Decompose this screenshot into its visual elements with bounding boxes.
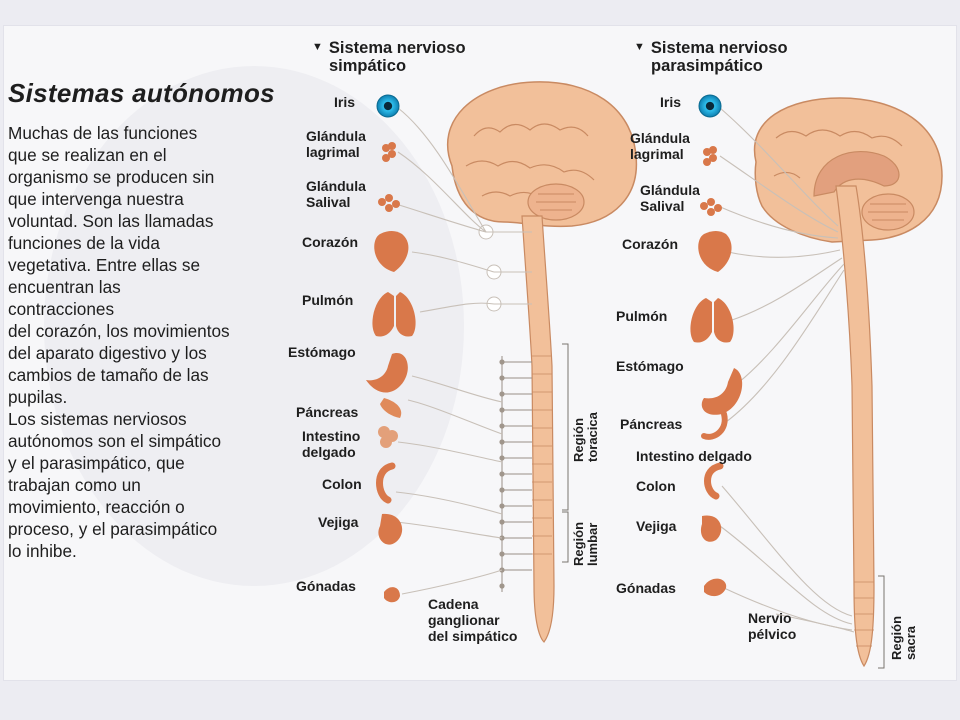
para-label-pancreas: Páncreas [620,416,683,432]
intro-text: Muchas de las funciones que se realizan … [8,122,270,562]
sympathetic-gonads-icon [384,587,400,603]
sympathetic-nerves [395,107,532,595]
sympathetic-small-intestine-icon [378,426,398,448]
para-label-pelvic-nerve: Nervio pélvico [748,610,797,642]
sym-label-heart: Corazón [302,234,358,250]
sympathetic-title-line2: simpático [329,57,407,75]
slide: Sistemas autónomos Muchas de las funcion… [4,26,956,680]
sympathetic-region-brackets [562,343,569,563]
sym-label-lacrimal: Glándula lagrimal [306,128,366,160]
sympathetic-bladder-icon [378,513,403,545]
sympathetic-organs [366,94,416,603]
intro-paragraph-1: Muchas de las funciones que se realizan … [8,123,230,407]
sym-label-small-intestine: Intestino delgado [302,428,361,460]
collapse-triangle-icon: ▼ [312,41,323,53]
para-label-bladder: Vejiga [636,518,677,534]
para-label-stomach: Estómago [616,358,684,374]
sym-label-ganglion-chain: Cadena ganglionar del simpático [428,596,518,644]
parasympathetic-bladder-icon [700,515,722,542]
parasympathetic-region-bracket [878,575,885,669]
sympathetic-salival-icon [378,194,400,212]
sym-label-stomach: Estómago [288,344,356,360]
sym-label-region-lumbar: Región lumbar [571,521,600,566]
para-label-lacrimal: Glándula lagrimal [630,130,690,162]
parasympathetic-pancreas-icon [701,411,728,440]
sym-label-bladder: Vejiga [318,514,359,530]
parasympathetic-sacral-segments [854,581,874,647]
sympathetic-iris-icon [376,94,400,118]
sym-label-region-thoracic: Región toracica [571,412,600,462]
sympathetic-lacrimal-icon [382,142,396,162]
sympathetic-pancreas-icon [380,398,402,418]
para-label-small-intestine: Intestino delgado [636,448,752,464]
sym-label-salival: Glándula Salival [306,178,366,210]
sympathetic-stomach-icon [366,353,408,393]
parasympathetic-gonads-icon [704,578,727,597]
parasympathetic-title-line2: parasimpático [651,57,763,75]
parasympathetic-nerves [717,107,855,633]
sympathetic-ganglion-chain [501,356,532,592]
parasympathetic-heart-icon [698,231,732,272]
parasympathetic-brain [753,97,943,243]
para-label-iris: Iris [660,94,682,110]
sym-label-pancreas: Páncreas [296,404,359,420]
parasympathetic-spinal-cord [835,185,875,668]
para-label-gonads: Gónadas [616,580,676,596]
sympathetic-heart-icon [374,231,409,272]
sym-label-gonads: Gónadas [296,578,356,594]
parasympathetic-diagram [690,94,943,669]
sympathetic-title: ▼ Sistema nervioso simpático [312,38,466,75]
sympathetic-lung-icon [372,292,416,337]
parasympathetic-salival-icon [700,198,722,216]
nervous-system-illustration [44,66,943,669]
parasympathetic-lacrimal-icon [703,146,717,166]
page-title: Sistemas autónomos [8,78,275,108]
parasympathetic-colon-icon [704,462,724,500]
sympathetic-colon-icon [376,462,396,504]
parasympathetic-organs [690,94,743,597]
background-shape [44,66,464,586]
sympathetic-spinal-cord [521,215,555,643]
sympathetic-cord-segments [532,355,552,555]
para-label-salival: Glándula Salival [640,182,700,214]
sympathetic-brain [446,81,638,228]
sym-label-lung: Pulmón [302,292,354,308]
parasympathetic-iris-icon [698,94,722,118]
intro-paragraph-2: Los sistemas nerviosos autónomos son el … [8,409,222,561]
parasympathetic-title-line1: Sistema nervioso [650,39,788,57]
parasympathetic-lung-icon [690,298,734,343]
collapse-triangle-icon: ▼ [634,41,645,53]
para-label-heart: Corazón [622,236,678,252]
sympathetic-title-line1: Sistema nervioso [328,39,466,57]
para-label-lung: Pulmón [616,308,668,324]
sympathetic-diagram [366,81,638,643]
para-label-region-sacral: Región sacra [889,615,918,660]
parasympathetic-title: ▼ Sistema nervioso parasimpático [634,38,788,75]
sympathetic-ganglia [499,359,505,589]
parasympathetic-stomach-icon [701,368,743,415]
sym-label-iris: Iris [334,94,356,110]
para-label-colon: Colon [636,478,676,494]
sym-label-colon: Colon [322,476,362,492]
